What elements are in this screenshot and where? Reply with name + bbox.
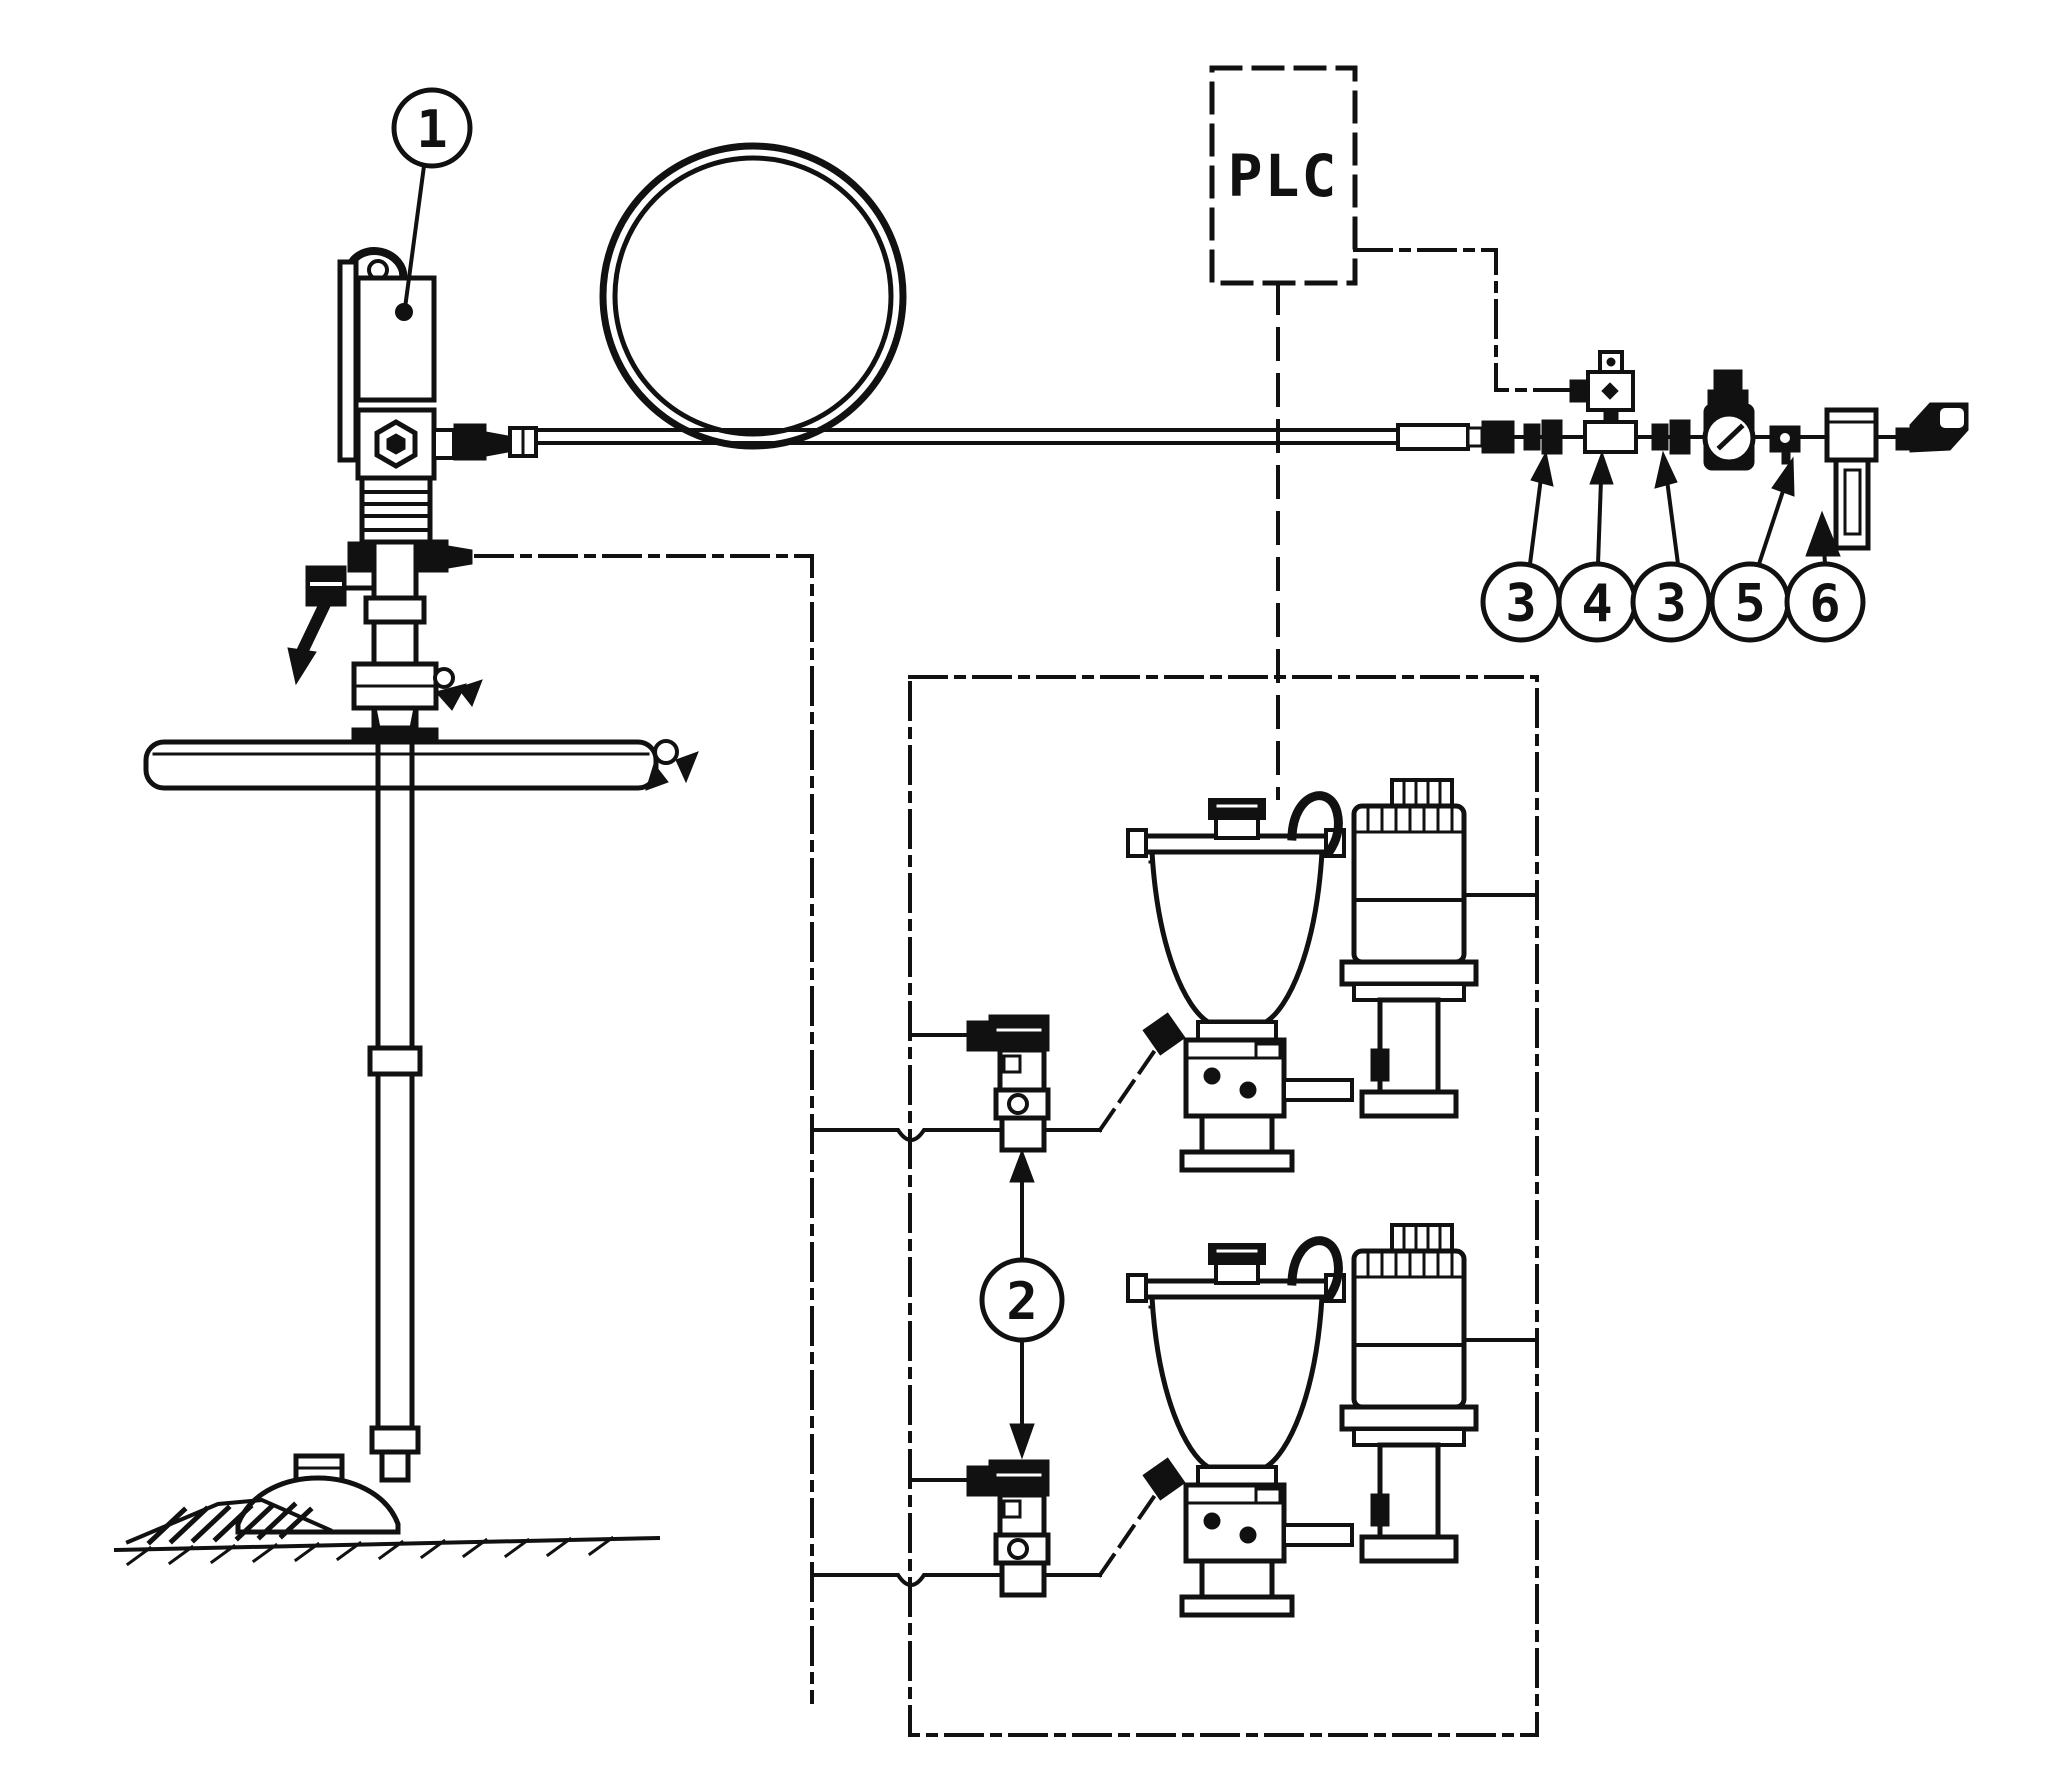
balloon-5: 5 (1709, 456, 1795, 643)
balloon-6: 6 (1784, 510, 1866, 643)
arrow-icon (1530, 450, 1554, 487)
balloon-3b-label: 3 (1655, 574, 1686, 634)
plate-wing-screw (645, 739, 699, 791)
air-coupler-end (1895, 402, 1969, 453)
reservoir-unit-top (1128, 780, 1537, 1170)
ground-hatch (113, 1497, 661, 1567)
balloon-3a: 3 (1480, 450, 1562, 643)
pump-body (355, 275, 437, 403)
relief-valve (287, 565, 377, 686)
balloon-2-label: 2 (1006, 1272, 1037, 1332)
drum-cover-plate (143, 739, 699, 791)
follower-plate (235, 1453, 401, 1535)
balloon-3a-label: 3 (1505, 574, 1536, 634)
arrow-icon (1654, 450, 1678, 489)
arrow-up-icon (1009, 1148, 1035, 1183)
quick-fitting-3a (1523, 419, 1563, 455)
air-prep-line (1396, 350, 1969, 551)
air-filter-6 (1824, 407, 1879, 551)
solenoid-valve-top (812, 1015, 1183, 1150)
balloon-3b: 3 (1630, 450, 1712, 643)
hex-plug (374, 419, 418, 469)
plc-signal-line-right (1353, 248, 1574, 392)
hose-coil (599, 142, 907, 450)
pressure-regulator (1702, 369, 1756, 471)
balloon-4-label: 4 (1581, 574, 1612, 634)
plc-label: PLC (1228, 142, 1339, 210)
leader-1 (402, 163, 427, 311)
suction-tube-lower (367, 739, 423, 1483)
hose-end-piece (1396, 420, 1515, 454)
control-air-line (474, 554, 814, 1704)
tube-collar (363, 595, 427, 625)
balloon-6-label: 6 (1809, 574, 1840, 634)
pump-air-inlet-fitting (432, 423, 538, 461)
arrow-icon (1589, 450, 1614, 485)
reservoir-unit-bottom (1128, 1225, 1537, 1615)
drum-pump (287, 247, 538, 743)
balloon-1-label: 1 (416, 100, 447, 160)
balloon-row: 3 4 3 5 6 (1480, 450, 1866, 643)
outlet-fitting-5 (1769, 425, 1801, 465)
balloon-1: 1 (391, 87, 473, 321)
tube-clamp (351, 661, 483, 711)
pump-lower-section (359, 475, 433, 545)
balloon-2: 2 (979, 1148, 1065, 1460)
pump-control-fitting (347, 539, 473, 573)
pump-side-bar (337, 259, 359, 463)
air-solenoid-valve-4 (1569, 350, 1638, 454)
quick-fitting-3b (1651, 419, 1691, 455)
solenoid-valve-bottom (812, 1460, 1183, 1595)
air-hose (535, 428, 1400, 445)
arrow-icon (1771, 456, 1795, 497)
equipment-enclosure-box (908, 675, 1539, 1737)
balloon-4: 4 (1556, 450, 1638, 643)
arrow-down-icon (1009, 1423, 1035, 1460)
balloon-5-label: 5 (1734, 574, 1765, 634)
arrow-icon (1805, 510, 1841, 557)
plc-box: PLC (1209, 65, 1358, 286)
